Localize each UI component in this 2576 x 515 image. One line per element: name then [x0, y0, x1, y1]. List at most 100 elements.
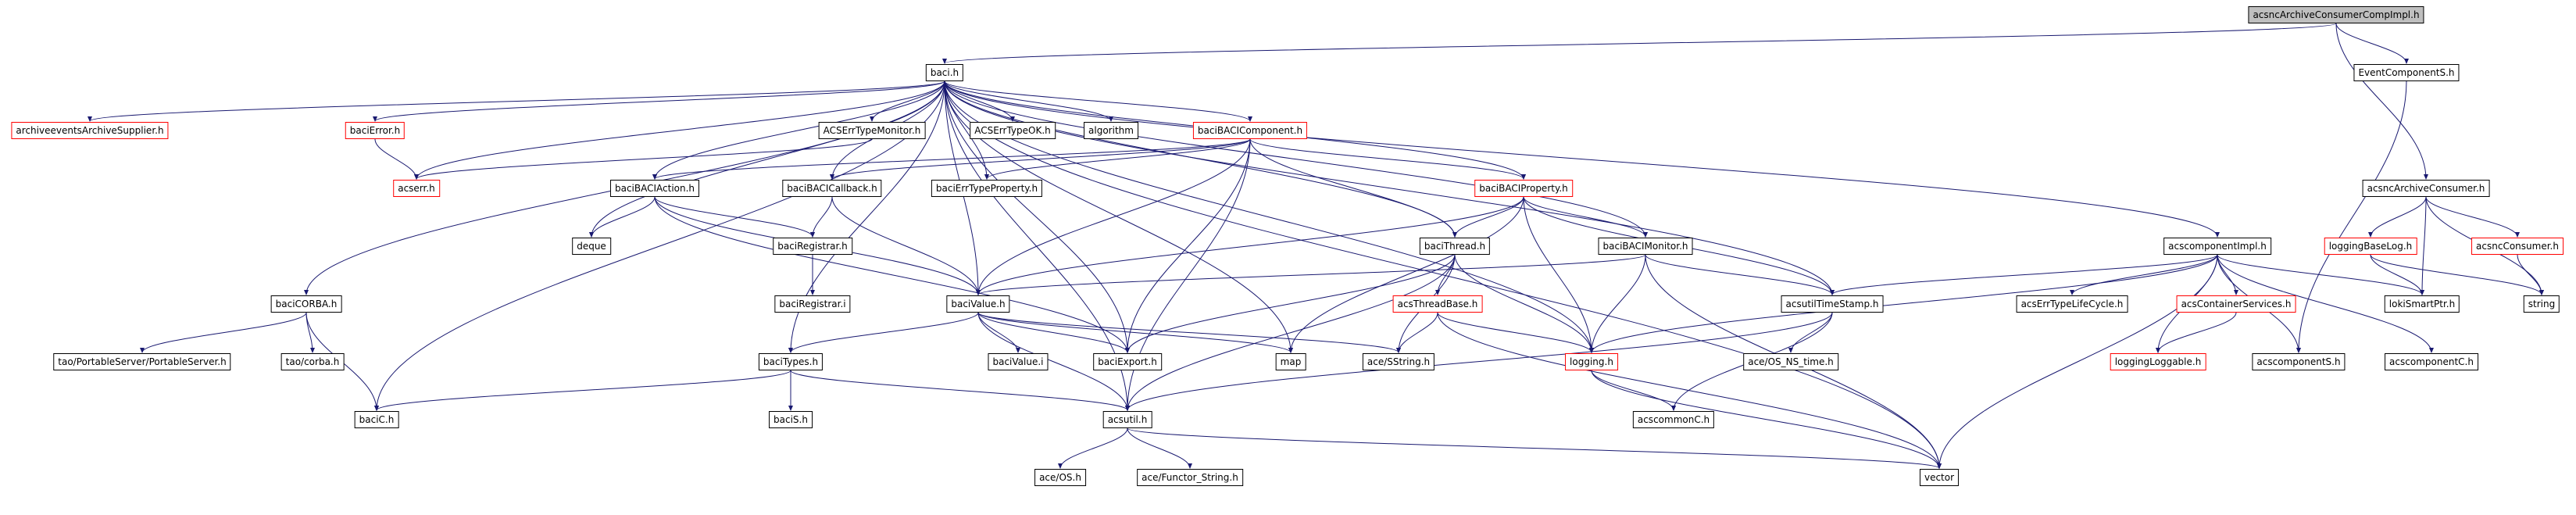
graph-node-acscomponents-h[interactable]: acscomponentS.h [2252, 353, 2346, 370]
include-edge-n0-n14 [2335, 23, 2428, 180]
include-edge-n10-n35 [654, 196, 1130, 353]
graph-node-vector[interactable]: vector [1919, 469, 1960, 486]
graph-node-bacibaciaction-h[interactable]: baciBACIAction.h [609, 180, 700, 197]
graph-node-acscomponentimpl-h[interactable]: acscomponentImpl.h [2163, 238, 2271, 255]
graph-node-archiveeventsarchivesupplier-h[interactable]: archiveeventsArchiveSupplier.h [11, 122, 169, 139]
include-edge-n1-n18 [944, 80, 1648, 238]
graph-node-ace-functor-string-h[interactable]: ace/Functor_String.h [1137, 469, 1243, 486]
include-edge-n14-n29 [2420, 196, 2427, 295]
graph-node-bacic-h[interactable]: baciC.h [354, 411, 399, 428]
include-edge-n20-n30 [2370, 254, 2544, 295]
graph-node-baci-h[interactable]: baci.h [925, 64, 964, 81]
include-edge-n11-n24 [831, 196, 981, 295]
include-edge-n24-n36 [977, 312, 1293, 353]
graph-node-bacibacicomponent-h[interactable]: baciBACIComponent.h [1192, 122, 1308, 139]
graph-node-bacitypes-h[interactable]: baciTypes.h [758, 353, 824, 370]
graph-node-baciregistrar-i[interactable]: baciRegistrar.i [774, 295, 851, 313]
include-edge-n21-n30 [2517, 254, 2544, 295]
graph-node-bacibacicallback-h[interactable]: baciBACICallback.h [782, 180, 882, 197]
include-edge-n1-n4 [373, 80, 945, 122]
graph-node-loggingbaselog-h[interactable]: loggingBaseLog.h [2324, 238, 2417, 255]
graph-node-bacis-h[interactable]: baciS.h [769, 411, 813, 428]
include-edge-n24-n37 [977, 312, 1401, 353]
include-edge-n13-n36 [1288, 196, 1524, 353]
graph-node-bacibacimonitor-h[interactable]: baciBACIMonitor.h [1598, 238, 1693, 255]
graph-node-tao-portableserver-portableserver-h[interactable]: tao/PortableServer/PortableServer.h [53, 353, 231, 370]
graph-node-baciregistrar-h[interactable]: baciRegistrar.h [773, 238, 852, 255]
include-edge-n1-n49 [944, 80, 1942, 469]
graph-node-bacivalue-h[interactable]: baciValue.h [946, 295, 1010, 313]
graph-node-acscomponentc-h[interactable]: acscomponentC.h [2385, 353, 2478, 370]
include-edge-n11-n16 [810, 196, 833, 238]
graph-node-deque[interactable]: deque [572, 238, 611, 255]
include-edge-n13-n18 [1523, 196, 1648, 238]
graph-node-algorithm[interactable]: algorithm [1084, 122, 1138, 139]
graph-node-ace-os-h[interactable]: ace/OS.h [1034, 469, 1086, 486]
include-edge-n33-n43 [374, 370, 791, 411]
graph-node-acserrtypelifecycle-h[interactable]: acsErrTypeLifeCycle.h [2016, 295, 2128, 313]
include-edge-n33-n45 [790, 370, 1130, 411]
graph-node-bacithread-h[interactable]: baciThread.h [1419, 238, 1491, 255]
graph-node-bacierror-h[interactable]: baciError.h [345, 122, 406, 139]
graph-node-acsutil-h[interactable]: acsutil.h [1102, 411, 1152, 428]
graph-node-tao-corba-h[interactable]: tao/corba.h [280, 353, 345, 370]
graph-node-acsncarchiveconsumercompimpl-h: acsncArchiveConsumerCompImpl.h [2248, 6, 2424, 23]
include-edge-n24-n35 [977, 312, 1130, 353]
graph-node-ace-sstring-h[interactable]: ace/SString.h [1362, 353, 1435, 370]
graph-node-acscontainerservices-h[interactable]: acsContainerServices.h [2176, 295, 2296, 313]
graph-node-acsncconsumer-h[interactable]: acsncConsumer.h [2471, 238, 2563, 255]
include-edge-n20-n29 [2370, 254, 2424, 295]
graph-node-logging-h[interactable]: logging.h [1565, 353, 1618, 370]
graph-node-acserrtypeok-h[interactable]: ACSErrTypeOK.h [970, 122, 1056, 139]
include-edge-n13-n17 [1452, 196, 1524, 238]
include-edge-n8-n10 [652, 138, 1251, 180]
include-edge-n14-n21 [2425, 196, 2520, 238]
graph-node-bacivalue-i[interactable]: baciValue.i [988, 353, 1049, 370]
graph-node-lokismartptr-h[interactable]: lokiSmartPtr.h [2384, 295, 2460, 313]
include-edge-n1-n26 [944, 80, 1835, 295]
include-edge-n17-n25 [1435, 254, 1456, 295]
include-edge-n5-n9 [414, 138, 873, 180]
include-edge-n1-n15 [589, 80, 945, 238]
include-edge-n38-n46 [1591, 370, 1676, 411]
graph-node-baciexport-h[interactable]: baciExport.h [1093, 353, 1162, 370]
include-edge-n8-n11 [830, 138, 1251, 180]
include-edge-n18-n26 [1645, 254, 1835, 295]
include-edge-n1-n7 [944, 80, 1113, 122]
graph-node-bacierrtypeproperty-h[interactable]: baciErrTypeProperty.h [931, 180, 1043, 197]
include-edge-n26-n45 [1125, 312, 1833, 411]
include-edge-n19-n26 [1830, 254, 2218, 295]
include-edge-n10-n15 [589, 196, 656, 238]
include-edge-n24-n33 [788, 312, 979, 353]
graph-node-bacibaciproperty-h[interactable]: baciBACIProperty.h [1474, 180, 1573, 197]
include-edge-n8-n17 [1249, 138, 1457, 238]
include-edge-n1-n8 [944, 80, 1252, 122]
graph-node-ace-os-ns-time-h[interactable]: ace/OS_NS_time.h [1743, 353, 1838, 370]
include-edge-n0-n1 [942, 23, 2337, 64]
graph-node-acsutiltimestamp-h[interactable]: acsutilTimeStamp.h [1781, 295, 1884, 313]
include-edge-n45-n48 [1127, 427, 1192, 469]
include-edge-n8-n13 [1249, 138, 1526, 180]
graph-node-acscommonc-h[interactable]: acscommonC.h [1632, 411, 1715, 428]
include-edge-n19-n28 [2217, 254, 2238, 295]
include-edge-n25-n49 [1437, 312, 1942, 469]
graph-node-loggingloggable-h[interactable]: loggingLoggable.h [2110, 353, 2206, 370]
include-edge-n10-n16 [654, 196, 815, 238]
include-edge-n1-n3 [88, 80, 945, 122]
graph-node-string[interactable]: string [2523, 295, 2560, 313]
graph-node-map[interactable]: map [1275, 353, 1306, 370]
include-edge-n13-n38 [1523, 196, 1594, 353]
graph-node-bacicorba-h[interactable]: baciCORBA.h [270, 295, 342, 313]
graph-node-eventcomponents-h[interactable]: EventComponentS.h [2353, 64, 2460, 81]
include-edge-n45-n49 [1127, 427, 1942, 469]
graph-node-acsthreadbase-h[interactable]: acsThreadBase.h [1392, 295, 1483, 313]
include-edge-n25-n37 [1396, 312, 1438, 353]
include-edge-n28-n40 [2156, 312, 2237, 353]
include-edge-n0-n2 [2335, 23, 2409, 64]
include-edge-n22-n32 [305, 312, 315, 353]
include-edge-n1-n19 [944, 80, 2220, 238]
graph-node-acserrtypemonitor-h[interactable]: ACSErrTypeMonitor.h [818, 122, 926, 139]
graph-node-acserr-h[interactable]: acserr.h [393, 180, 440, 197]
graph-node-acsncarchiveconsumer-h[interactable]: acsncArchiveConsumer.h [2362, 180, 2490, 197]
